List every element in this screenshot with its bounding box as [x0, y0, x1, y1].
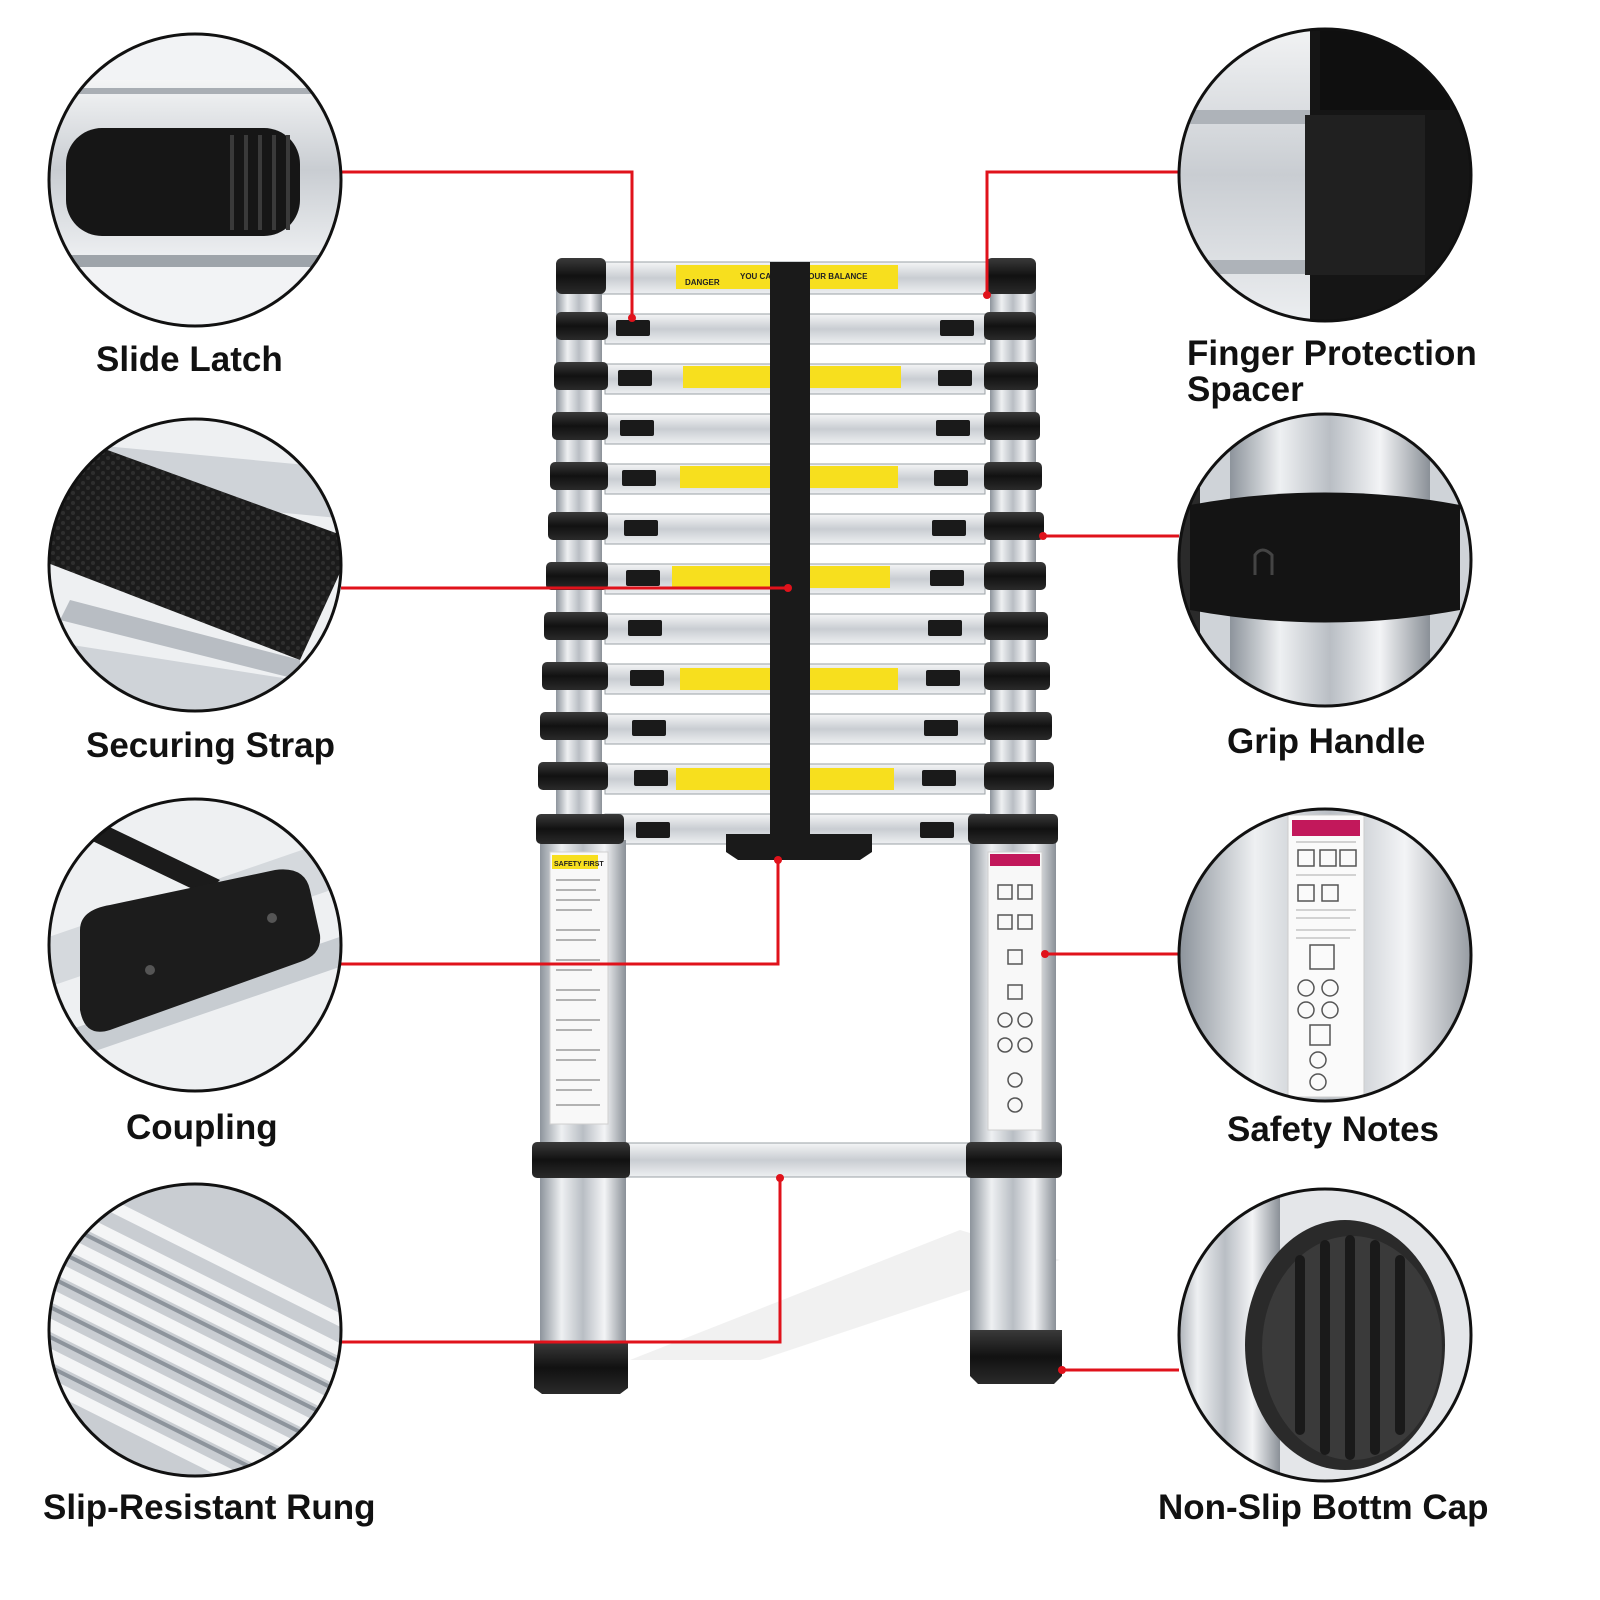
telescopic-ladder: DANGER YOU CAN LOSE YOUR BALANCE: [532, 258, 1062, 1394]
label-grip-handle: Grip Handle: [1227, 722, 1426, 761]
callout-lines: [341, 170, 1179, 1372]
coupling: [726, 834, 872, 860]
safety-first-sticker: [549, 851, 609, 1125]
label-safety-notes: Safety Notes: [1227, 1110, 1440, 1149]
safety-notes-detail: [1177, 807, 1473, 1103]
slide-latches: [616, 320, 974, 838]
label-slip-resistant-rung: Slip-Resistant Rung: [43, 1488, 376, 1527]
callout-coupling: [341, 860, 780, 966]
slip-resistant-rung-detail: [47, 1182, 343, 1478]
ladder-floor-shadow: [630, 1230, 1060, 1360]
grip-handle-detail: [1177, 412, 1473, 708]
safety-first-text: SAFETY FIRST: [554, 861, 604, 868]
label-finger-protection-spacer: Finger Protection Spacer: [1187, 334, 1477, 409]
label-securing-strap: Securing Strap: [86, 726, 335, 765]
safety-notes-sticker: [987, 851, 1043, 1131]
callout-slide-latch: [341, 170, 634, 318]
non-slip-bottom-cap-detail: [1177, 1187, 1473, 1483]
securing-strap-detail: [47, 417, 343, 713]
label-coupling: Coupling: [126, 1108, 278, 1147]
safety-first-text-lines: [556, 879, 600, 1106]
left-bottom-cap: [534, 1342, 628, 1394]
finger-protection-spacer-detail: [1177, 27, 1473, 323]
danger-sticker-text: DANGER: [685, 278, 720, 287]
left-rail-upper: [556, 268, 602, 848]
callout-rung: [341, 1178, 782, 1344]
label-slide-latch: Slide Latch: [96, 340, 283, 379]
callout-dots: [628, 291, 1066, 1374]
right-bottom-cap: [970, 1330, 1062, 1384]
coupling-detail: [47, 797, 343, 1093]
safety-first-banner: [552, 855, 598, 869]
safety-pictograms: [997, 884, 1033, 1113]
label-non-slip-bottom-cap: Non-Slip Bottm Cap: [1158, 1488, 1489, 1527]
securing-strap: [770, 262, 810, 842]
safety-notes-banner: [990, 854, 1040, 866]
slide-latch-detail: [47, 32, 343, 328]
callout-finger-spacer: [985, 170, 1179, 295]
right-rail-upper: [990, 268, 1036, 848]
rail-collars: [532, 258, 1062, 1178]
